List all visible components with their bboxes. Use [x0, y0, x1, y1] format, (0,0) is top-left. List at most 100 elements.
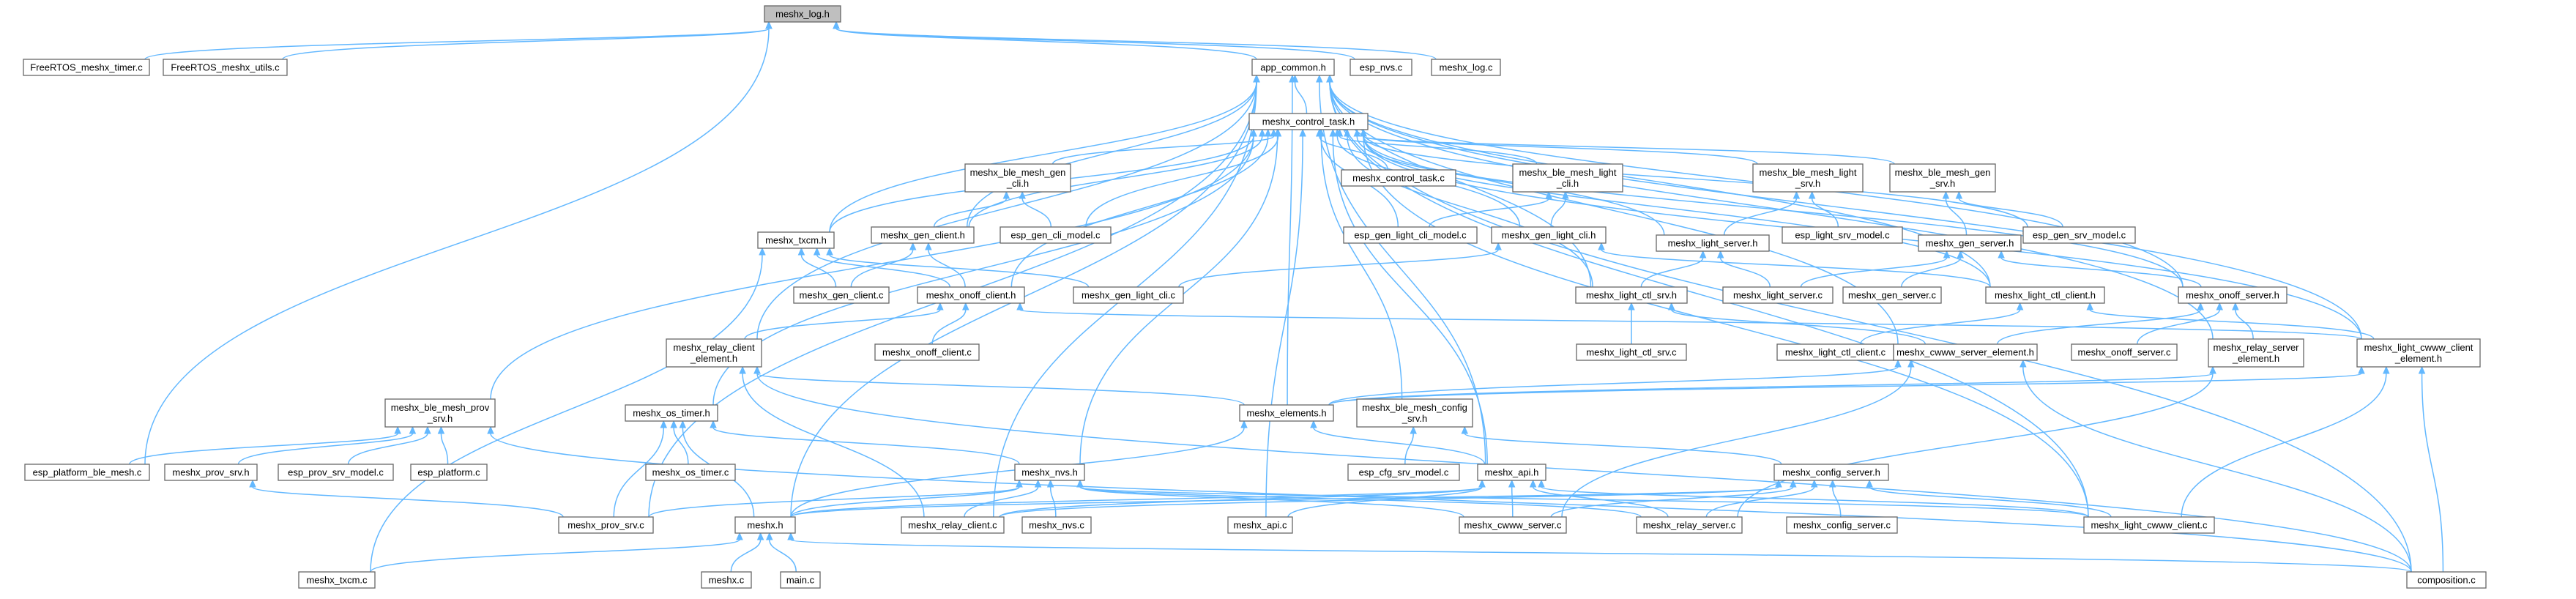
node-meshx-light-cwww-client-c[interactable]: meshx_light_cwww_client.c	[2083, 516, 2215, 534]
node-meshx-gen-server-c[interactable]: meshx_gen_server.c	[1842, 286, 1942, 304]
edge-meshx-light-cwww-client-element-h-to-meshx-light-ctl-client-h	[2086, 302, 2375, 340]
node-freertos-timer[interactable]: FreeRTOS_meshx_timer.c	[23, 59, 150, 76]
node-box	[2406, 571, 2487, 589]
node-meshx-light-ctl-srv-h[interactable]: meshx_light_ctl_srv.h	[1575, 286, 1688, 304]
node-meshx-txcm-h[interactable]: meshx_txcm.h	[757, 231, 835, 249]
node-meshx-light-ctl-client-c[interactable]: meshx_light_ctl_client.c	[1776, 343, 1894, 361]
node-label: esp_gen_cli_model.c	[1010, 230, 1101, 241]
node-label: meshx_cwww_server_element.h	[1896, 347, 2034, 358]
node-esp-cfg-srv-model-c[interactable]: esp_cfg_srv_model.c	[1347, 464, 1460, 481]
node-label: meshx_ble_mesh_prov	[391, 402, 490, 413]
node-meshx-log-h[interactable]: meshx_log.h	[764, 5, 841, 23]
node-label: esp_light_srv_model.c	[1795, 230, 1890, 241]
node-box	[1021, 516, 1092, 534]
node-label: meshx_light_server.c	[1733, 290, 1823, 301]
edge-meshx-ble-mesh-config-srv-h-to-meshx-control-task-h	[1317, 128, 1403, 400]
node-box	[1786, 516, 1898, 534]
node-label: meshx_nvs.c	[1029, 520, 1084, 531]
node-meshx-relay-server-element-h[interactable]: meshx_relay_server_element.h	[2208, 338, 2304, 368]
node-meshx-prov-srv-h[interactable]: meshx_prov_srv.h	[164, 464, 258, 481]
node-meshx-config-server-c[interactable]: meshx_config_server.c	[1786, 516, 1898, 534]
node-meshx-ble-mesh-light-cli-h[interactable]: meshx_ble_mesh_light_cli.h	[1512, 163, 1623, 193]
node-meshx-prov-srv-c[interactable]: meshx_prov_srv.c	[558, 516, 654, 534]
node-meshx-onoff-client-c[interactable]: meshx_onoff_client.c	[874, 343, 980, 361]
node-meshx-ble-mesh-gen-cli-h[interactable]: meshx_ble_mesh_gen_cli.h	[964, 163, 1071, 193]
node-esp-gen-cli-model-c[interactable]: esp_gen_cli_model.c	[999, 226, 1112, 244]
node-meshx-gen-server-h[interactable]: meshx_gen_server.h	[1918, 234, 2022, 252]
node-esp-gen-light-cli-model-c[interactable]: esp_gen_light_cli_model.c	[1343, 226, 1478, 244]
node-box	[1491, 226, 1607, 244]
edge-meshx-gen-light-cli-c-to-meshx-txcm-h	[826, 247, 1090, 288]
edge-meshx-elements-h-to-meshx-light-cwww-client-element-h	[1328, 365, 2365, 406]
node-label: meshx_api.h	[1485, 467, 1539, 478]
node-meshx-ble-mesh-prov-srv-h[interactable]: meshx_ble_mesh_prov_srv.h	[384, 398, 496, 428]
node-meshx-c[interactable]: meshx.c	[701, 571, 752, 589]
node-box	[410, 464, 488, 481]
edge-meshx-onoff-server-h-to-meshx-gen-server-h	[1998, 250, 2202, 288]
node-box	[1014, 464, 1085, 481]
edge-meshx-cwww-server-c-to-meshx-config-server-h	[1550, 479, 1797, 518]
node-meshx-control-task-c[interactable]: meshx_control_task.c	[1341, 169, 1456, 187]
node-meshx-light-ctl-srv-c[interactable]: meshx_light_ctl_srv.c	[1576, 343, 1687, 361]
edge-meshx-prov-srv-c-to-meshx-nvs-h	[648, 479, 1023, 518]
node-meshx-h[interactable]: meshx.h	[734, 516, 796, 534]
node-box	[701, 571, 752, 589]
edge-meshx-light-ctl-srv-h-to-meshx-control-task-h	[1344, 128, 1593, 288]
node-meshx-elements-h[interactable]: meshx_elements.h	[1239, 404, 1334, 422]
node-meshx-txcm-c[interactable]: meshx_txcm.c	[298, 571, 376, 589]
edge-meshx-txcm-h-to-app-common-h	[829, 74, 1260, 233]
node-meshx-onoff-client-h[interactable]: meshx_onoff_client.h	[917, 286, 1025, 304]
edge-esp-gen-srv-model-c-to-meshx-ble-mesh-gen-srv-h	[1955, 190, 2063, 228]
node-meshx-light-server-h[interactable]: meshx_light_server.h	[1656, 234, 1770, 252]
node-meshx-relay-client-c[interactable]: meshx_relay_client.c	[901, 516, 1005, 534]
edge-meshx-relay-server-c-to-meshx-config-server-h	[1705, 479, 1818, 518]
node-esp-light-srv-model-c[interactable]: esp_light_srv_model.c	[1782, 226, 1903, 244]
node-meshx-gen-light-cli-c[interactable]: meshx_gen_light_cli.c	[1073, 286, 1184, 304]
node-meshx-api-c[interactable]: meshx_api.c	[1227, 516, 1293, 534]
node-meshx-api-h[interactable]: meshx_api.h	[1477, 464, 1546, 481]
node-label: meshx_log.h	[775, 9, 830, 20]
edge-meshx-relay-server-c-to-meshx-api-h	[1529, 479, 1669, 518]
node-meshx-nvs-c[interactable]: meshx_nvs.c	[1021, 516, 1092, 534]
node-composition-c[interactable]: composition.c	[2406, 571, 2487, 589]
node-label: meshx_gen_server.h	[1926, 238, 2014, 249]
edge-composition-c-to-meshx-ble-mesh-prov-srv-h	[487, 425, 2412, 573]
node-meshx-log-c[interactable]: meshx_log.c	[1431, 59, 1501, 76]
node-meshx-onoff-server-c[interactable]: meshx_onoff_server.c	[2071, 343, 2178, 361]
node-meshx-relay-server-c[interactable]: meshx_relay_server.c	[1636, 516, 1743, 534]
node-meshx-os-timer-c[interactable]: meshx_os_timer.c	[645, 464, 736, 481]
node-meshx-ble-mesh-light-srv-h[interactable]: meshx_ble_mesh_light_srv.h	[1752, 163, 1864, 193]
node-esp-platform-c[interactable]: esp_platform.c	[410, 464, 488, 481]
node-meshx-light-ctl-client-h[interactable]: meshx_light_ctl_client.h	[1985, 286, 2105, 304]
node-meshx-cwww-server-c[interactable]: meshx_cwww_server.c	[1459, 516, 1567, 534]
node-app-common-h[interactable]: app_common.h	[1251, 59, 1335, 76]
node-meshx-nvs-h[interactable]: meshx_nvs.h	[1014, 464, 1085, 481]
node-meshx-gen-client-h[interactable]: meshx_gen_client.h	[871, 226, 975, 244]
node-meshx-os-timer-h[interactable]: meshx_os_timer.h	[625, 404, 718, 422]
node-meshx-gen-client-c[interactable]: meshx_gen_client.c	[793, 286, 890, 304]
node-meshx-light-server-c[interactable]: meshx_light_server.c	[1722, 286, 1834, 304]
node-esp-gen-srv-model-c[interactable]: esp_gen_srv_model.c	[2022, 226, 2136, 244]
node-meshx-relay-client-element-h[interactable]: meshx_relay_client_element.h	[666, 338, 762, 368]
node-box	[734, 516, 796, 534]
node-meshx-ble-mesh-config-srv-h[interactable]: meshx_ble_mesh_config_srv.h	[1356, 398, 1473, 428]
node-meshx-gen-light-cli-h[interactable]: meshx_gen_light_cli.h	[1491, 226, 1607, 244]
node-esp-prov-srv-model-c[interactable]: esp_prov_srv_model.c	[278, 464, 394, 481]
edge-meshx-h-to-meshx-api-h	[790, 479, 1486, 518]
node-freertos-utils[interactable]: FreeRTOS_meshx_utils.c	[163, 59, 288, 76]
edge-meshx-c-to-meshx-h	[730, 532, 764, 573]
node-box	[2071, 343, 2178, 361]
node-esp-nvs-c[interactable]: esp_nvs.c	[1350, 59, 1412, 76]
node-meshx-config-server-h[interactable]: meshx_config_server.h	[1773, 464, 1889, 481]
node-meshx-light-cwww-client-element-h[interactable]: meshx_light_cwww_client_element.h	[2356, 338, 2481, 368]
node-esp-platform-ble-mesh-c[interactable]: esp_platform_ble_mesh.c	[24, 464, 150, 481]
node-label: meshx_relay_server.c	[1643, 520, 1736, 531]
node-main-c[interactable]: main.c	[780, 571, 821, 589]
node-box	[1251, 59, 1335, 76]
node-box	[1343, 226, 1478, 244]
node-meshx-onoff-server-h[interactable]: meshx_onoff_server.h	[2178, 286, 2287, 304]
node-label: meshx_gen_client.c	[800, 290, 884, 301]
node-meshx-ble-mesh-gen-srv-h[interactable]: meshx_ble_mesh_gen_srv.h	[1889, 163, 1996, 193]
node-meshx-control-task-h[interactable]: meshx_control_task.h	[1248, 113, 1369, 130]
node-meshx-cwww-server-element-h[interactable]: meshx_cwww_server_element.h	[1893, 343, 2038, 361]
